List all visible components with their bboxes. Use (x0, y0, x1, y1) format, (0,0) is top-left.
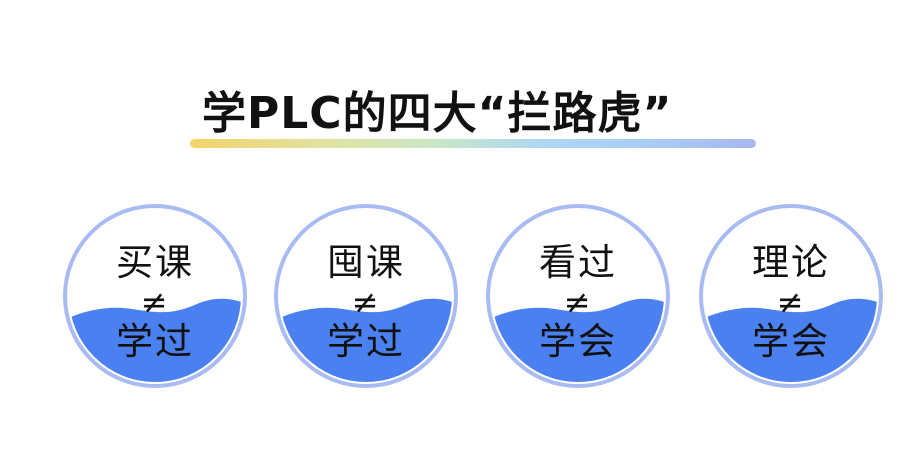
not-equal-icon: ≠ (776, 283, 806, 321)
wave-circle-icon (274, 204, 458, 388)
badge-bottom-text: 学会 (752, 320, 830, 363)
badge-top-text: 理论 (752, 241, 830, 284)
badge-bottom-text: 学过 (327, 320, 405, 363)
page-title: 学PLC的四大“拦路虎” (202, 88, 673, 139)
not-equal-icon: ≠ (351, 283, 381, 321)
badge-bottom-text: 学会 (539, 320, 617, 363)
badge-watched: 看过 ≠ 学会 (485, 203, 671, 389)
not-equal-icon: ≠ (563, 283, 593, 321)
not-equal-icon: ≠ (140, 283, 170, 321)
badge-bottom-text: 学过 (116, 320, 194, 363)
badge-top-text: 囤课 (327, 241, 405, 284)
badge-buy-course: 买课 ≠ 学过 (62, 203, 248, 389)
badge-hoard-course: 囤课 ≠ 学过 (273, 203, 459, 389)
title-gradient-underline (190, 139, 756, 148)
wave-circle-icon (699, 204, 883, 388)
wave-circle-icon (63, 204, 247, 388)
badge-top-text: 买课 (116, 241, 194, 284)
title-block: 学PLC的四大“拦路虎” (190, 84, 756, 154)
badge-theory: 理论 ≠ 学会 (698, 203, 884, 389)
badge-top-text: 看过 (539, 241, 617, 284)
wave-circle-icon (486, 204, 670, 388)
